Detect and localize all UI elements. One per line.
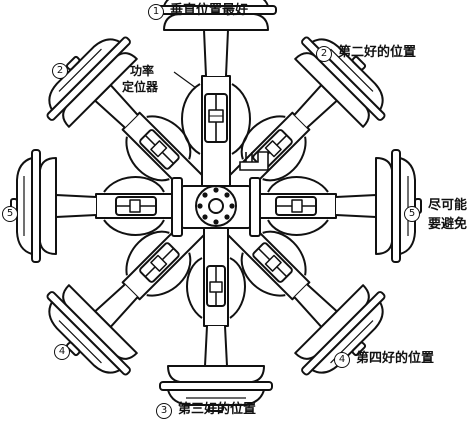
number-badge-4-left: 4 bbox=[54, 344, 70, 360]
label-upper-right-text: 第二好的位置 bbox=[338, 45, 417, 60]
positioner-note-line2: 定位器 bbox=[122, 80, 159, 94]
label-right-text-2: 要避免 bbox=[428, 217, 468, 232]
number-badge-2-right: 2 bbox=[316, 46, 332, 62]
label-upper-right: 2 第二好的位置 bbox=[316, 46, 416, 62]
number-badge-1: 1 bbox=[148, 4, 164, 20]
positioner-note-line1: 功率 bbox=[130, 64, 155, 78]
label-bottom: 3 第三好的位置 bbox=[156, 403, 256, 419]
label-lower-right: 4 第四好的位置 bbox=[334, 352, 434, 368]
label-lower-right-text: 第四好的位置 bbox=[356, 351, 435, 366]
label-bottom-text: 第三好的位置 bbox=[178, 402, 257, 417]
label-top-text: 垂直位置最好 bbox=[170, 3, 249, 18]
label-top: 1 垂直位置最好 bbox=[148, 4, 248, 20]
number-badge-2-left: 2 bbox=[52, 63, 68, 79]
label-right-text-1: 尽可能 bbox=[428, 198, 468, 213]
number-badge-4-right: 4 bbox=[334, 352, 350, 368]
positioner-leader bbox=[173, 71, 197, 89]
label-right: 5 bbox=[404, 200, 425, 222]
positioner-bracket bbox=[239, 151, 269, 171]
number-badge-5-right: 5 bbox=[404, 206, 420, 222]
number-badge-3: 3 bbox=[156, 403, 172, 419]
valve-body bbox=[171, 177, 261, 237]
number-badge-5-left: 5 bbox=[2, 206, 18, 222]
